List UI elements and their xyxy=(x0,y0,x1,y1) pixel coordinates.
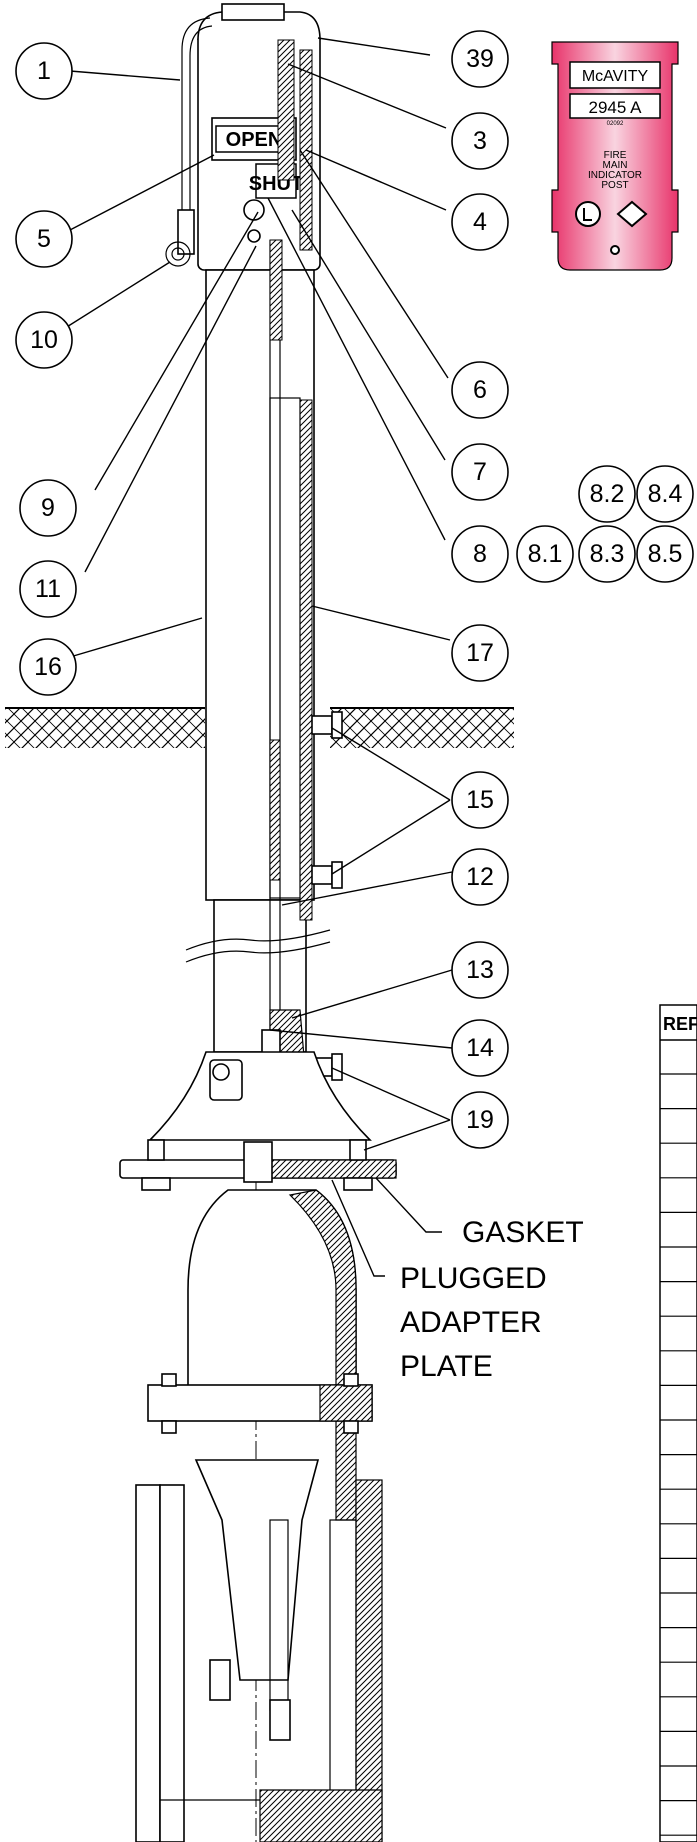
svg-text:9: 9 xyxy=(41,494,55,522)
window-open-text: OPEN xyxy=(226,129,283,151)
svg-text:19: 19 xyxy=(466,1106,494,1134)
indicator-label-plate: McAVITY 2945 A 02092 FIRE MAIN INDICATOR… xyxy=(551,41,679,271)
window-shut-text: SHUT xyxy=(249,173,303,195)
post-body: OPEN SHUT xyxy=(119,3,397,1842)
callout-12: 12 xyxy=(451,848,509,906)
callout-39: 39 xyxy=(451,30,509,88)
callout-7: 7 xyxy=(451,443,509,501)
svg-text:17: 17 xyxy=(466,639,494,667)
svg-text:16: 16 xyxy=(34,653,62,681)
callout-11: 11 xyxy=(19,560,77,618)
svg-text:11: 11 xyxy=(35,575,61,603)
callout-13: 13 xyxy=(451,941,509,999)
plate-model-text: 2945 A xyxy=(589,98,643,117)
svg-text:4: 4 xyxy=(473,208,487,236)
callout-10: 10 xyxy=(15,311,73,369)
plate-brand-text: McAVITY xyxy=(582,68,649,85)
svg-text:5: 5 xyxy=(37,225,51,253)
reference-table: REF xyxy=(659,1004,697,1842)
ground-section xyxy=(5,707,514,748)
callout-5: 5 xyxy=(15,210,73,268)
svg-text:12: 12 xyxy=(466,863,494,891)
plate-post-text: POST xyxy=(601,180,628,191)
callout-3: 3 xyxy=(451,112,509,170)
callout-19: 19 xyxy=(451,1091,509,1149)
svg-text:7: 7 xyxy=(473,458,487,486)
svg-text:14: 14 xyxy=(466,1034,494,1062)
svg-text:8.3: 8.3 xyxy=(590,540,625,568)
svg-text:1: 1 xyxy=(37,57,51,85)
table-header-ref: REF xyxy=(663,1014,697,1034)
callout-4: 4 xyxy=(451,193,509,251)
callout-8-3: 8.3 xyxy=(578,525,636,583)
svg-text:8.4: 8.4 xyxy=(648,480,683,508)
callout-8: 8 xyxy=(451,525,509,583)
svg-text:10: 10 xyxy=(30,326,58,354)
svg-text:15: 15 xyxy=(466,786,494,814)
adapter-note-line-2: ADAPTER xyxy=(400,1306,542,1339)
callout-8-2: 8.2 xyxy=(578,465,636,523)
callout-14: 14 xyxy=(451,1019,509,1077)
svg-text:3: 3 xyxy=(473,127,487,155)
svg-text:8.1: 8.1 xyxy=(528,540,563,568)
adapter-note-line-1: PLUGGED xyxy=(400,1262,547,1295)
plate-code-text: 02092 xyxy=(607,121,624,127)
adapter-note-line-3: PLATE xyxy=(400,1350,493,1383)
svg-text:6: 6 xyxy=(473,376,487,404)
callout-6: 6 xyxy=(451,361,509,419)
callout-1: 1 xyxy=(15,42,73,100)
plate-indicator-text: INDICATOR xyxy=(588,170,642,181)
callout-8-5: 8.5 xyxy=(636,525,694,583)
gasket-note: GASKET xyxy=(462,1216,584,1249)
callout-15: 15 xyxy=(451,771,509,829)
callout-9: 9 xyxy=(19,479,77,537)
svg-text:13: 13 xyxy=(466,956,494,984)
callout-17: 17 xyxy=(451,624,509,682)
callout-16: 16 xyxy=(19,638,77,696)
plate-fire-text: FIRE xyxy=(604,150,627,161)
svg-text:39: 39 xyxy=(466,45,494,73)
callout-8-1: 8.1 xyxy=(516,525,574,583)
svg-text:8.2: 8.2 xyxy=(590,480,625,508)
callout-8-4: 8.4 xyxy=(636,465,694,523)
svg-text:8.5: 8.5 xyxy=(648,540,683,568)
plate-main-text: MAIN xyxy=(603,160,628,171)
leader-lines xyxy=(61,37,453,1277)
svg-text:8: 8 xyxy=(473,540,487,568)
